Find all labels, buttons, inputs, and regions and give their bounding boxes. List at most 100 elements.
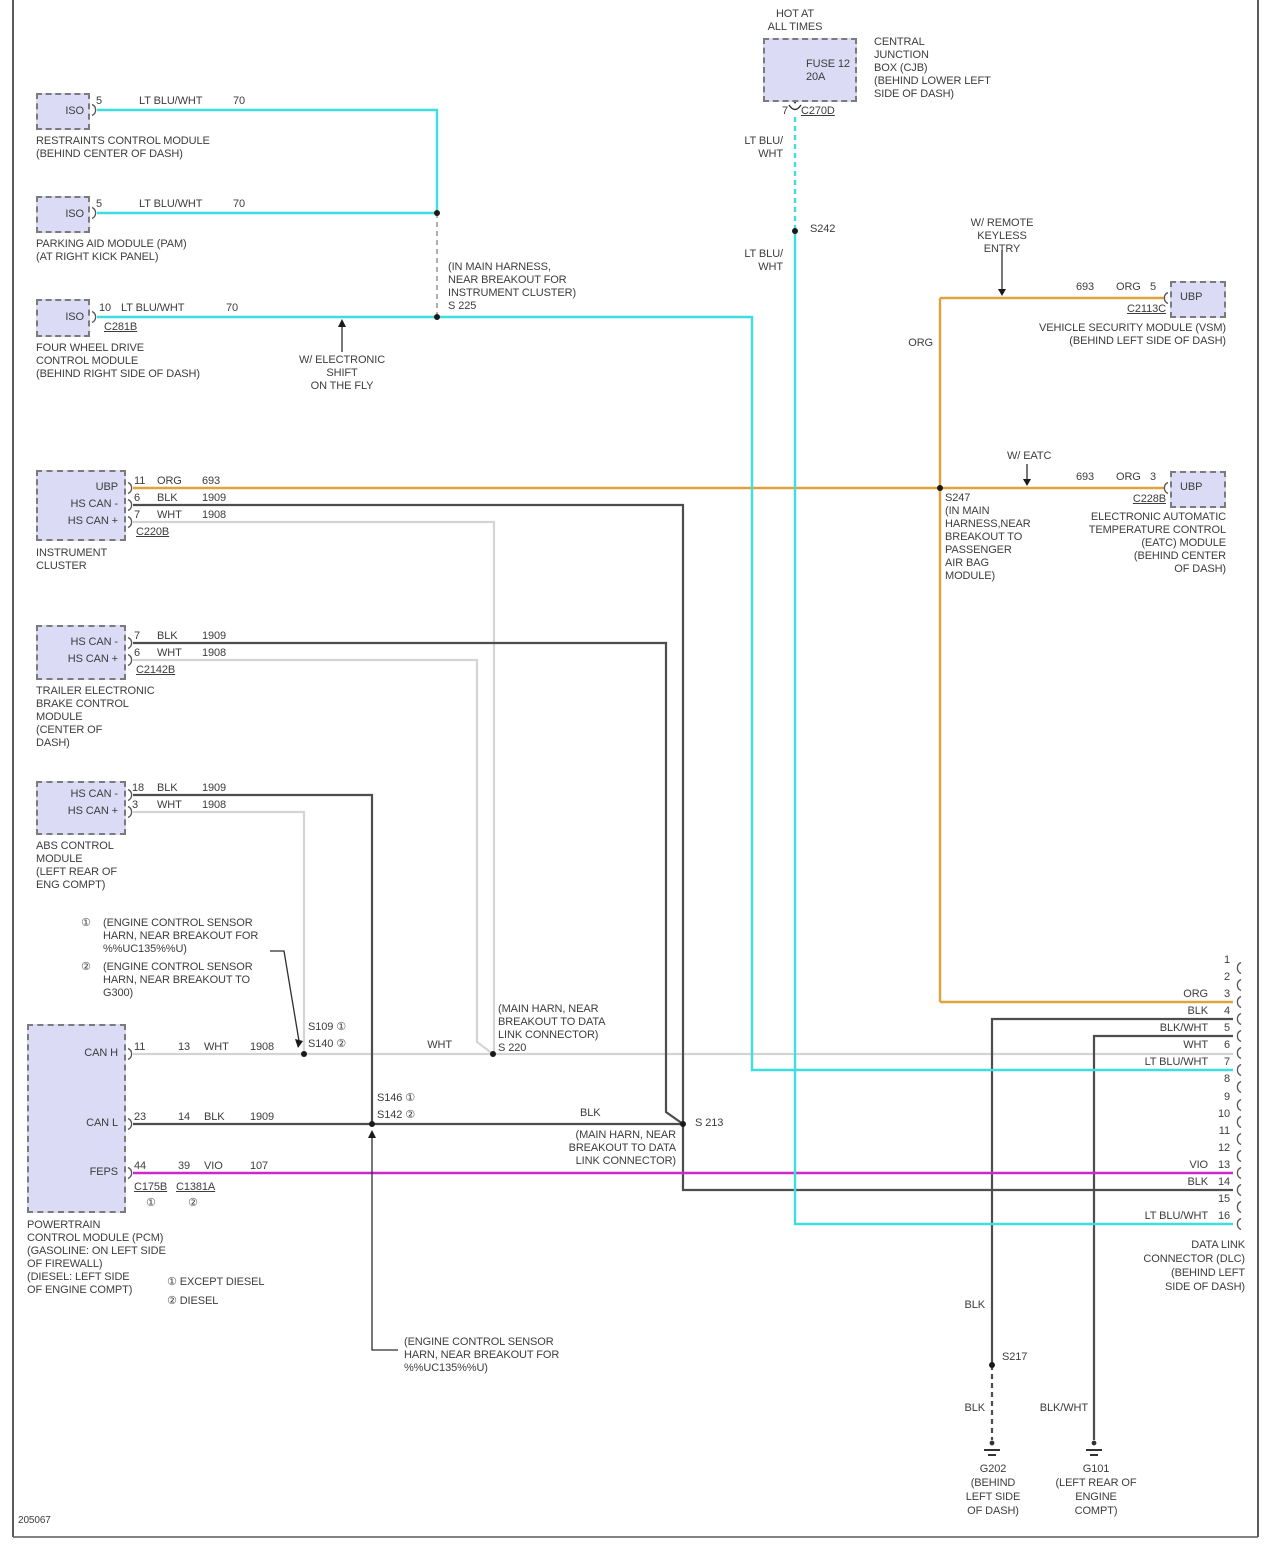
dlc-pin-color-4: BLK [1187,1005,1209,1017]
abs-port-hscan-plus: HS CAN + [67,805,118,817]
cjb-box [763,38,857,102]
pin-arc [91,310,97,324]
pcm-circuit-1909: 1909 [250,1111,275,1123]
pcm-pin-11: 11 [134,1041,146,1053]
pin-arc [1163,291,1169,305]
pin-arc-dlc-14 [1236,1183,1242,1197]
splice-s109-label: S109 ① [308,1021,347,1033]
vsm-port-ubp: UBP [1180,291,1203,303]
dlc-pin-color-14: BLK [1187,1176,1209,1188]
pin-arc-dlc-6 [1236,1046,1242,1060]
dlc-pin-number-15: 15 [1217,1193,1230,1205]
vsm-circuit-693: 693 [1076,281,1095,293]
bottom-harness-note: (ENGINE CONTROL SENSOR HARN, NEAR BREAKO… [404,1336,560,1374]
trailer-wire-color-wht: WHT [157,647,182,659]
wire-dlc4-ground [990,1017,1233,1365]
pin-arc-dlc-1 [1236,961,1242,975]
splice-s142-label: S142 ② [377,1109,416,1121]
dlc-pin-number-13: 13 [1217,1159,1230,1171]
trailer-wire-color-blk: BLK [157,630,178,642]
abs-wire-color-blk: BLK [157,782,178,794]
ground-g101-label: G101 (LEFT REAR OF ENGINE COMPT) [1055,1463,1137,1517]
pin-arc [127,1047,133,1061]
wire-dlc5-ground [1092,1034,1233,1440]
trailer-circuit-1908: 1908 [202,647,227,659]
ic-pin-7: 7 [134,509,141,521]
splice-dot-s217 [989,1362,995,1368]
rcm-name: RESTRAINTS CONTROL MODULE (BEHIND CENTER… [36,135,210,160]
ic-port-hscan-plus: HS CAN + [67,515,118,527]
ic-wire-color-org: ORG [157,475,182,487]
pcm-port-canh: CAN H [84,1047,118,1059]
wire-trailer-blk [133,641,684,1125]
cjb-name: CENTRAL JUNCTION BOX (CJB) (BEHIND LOWER… [874,36,991,100]
pin-arc-dlc-16 [1236,1217,1242,1231]
eatc-port-ubp: UBP [1180,481,1203,493]
wire-abs-blk [133,793,374,1124]
ground-dot [989,1440,995,1446]
wire-label-wht: WHT [427,1039,452,1051]
ic-wire-color-blk: BLK [157,492,178,504]
connector-c175b-footnote: ① [146,1197,156,1209]
pin-arc-dlc-4 [1236,1012,1242,1026]
dlc-pin-number-8: 8 [1223,1073,1230,1085]
dlc-pin-number-11: 11 [1218,1125,1230,1137]
eatc-note: W/ EATC [1007,450,1052,462]
rke-note: W/ REMOTE KEYLESS ENTRY [970,217,1034,255]
restraints-module-box [36,93,90,130]
pin-arc [91,206,97,220]
wire-fuse-dlc16 [793,231,1233,1226]
splice-s140-label: S140 ② [308,1038,347,1050]
connector-c281b: C281B [104,321,138,333]
wire-label-blk-s217: BLK [964,1299,986,1311]
ic-circuit-1909: 1909 [202,492,227,504]
connector-c220b: C220B [136,526,170,538]
splice-s217-label: S217 [1002,1351,1028,1363]
pin-arcs [91,103,1169,1180]
pam-wire-color: LT BLU/WHT [139,198,203,210]
dlc-name: DATA LINK CONNECTOR (DLC) (BEHIND LEFT S… [1143,1239,1245,1293]
wire-label-blkwht-g101: BLK/WHT [1039,1402,1088,1414]
wire-trailer-wht [133,658,494,1055]
pin-arc [127,636,133,650]
dlc-pin-number-12: 12 [1217,1142,1230,1154]
dlc-pin-color-6: WHT [1183,1039,1208,1051]
dlc-pin-number-5: 5 [1223,1022,1230,1034]
connector-c2113c: C2113C [1127,303,1166,315]
pin-arc [127,1117,133,1131]
arrow-down-icon [1023,479,1031,486]
abs-port-hscan-minus: HS CAN - [70,788,119,800]
pin-arc [127,805,133,819]
page-id: 205067 [18,1515,51,1526]
connector-c2142b: C2142B [136,664,176,676]
pcm-wire-color-vio: VIO [204,1160,223,1172]
ic-pin-11: 11 [134,475,146,487]
pcm-port-canl: CAN L [86,1117,118,1129]
fwd-circuit: 70 [226,302,239,314]
ground-symbols [984,1440,1102,1456]
trailer-pin-7: 7 [134,630,141,642]
pam-circuit: 70 [233,198,246,210]
dlc-pin-number-16: 16 [1217,1210,1230,1222]
splice-s213-note: (MAIN HARN, NEAR BREAKOUT TO DATA LINK C… [568,1129,677,1167]
ltblu-wires [97,108,1233,1226]
vsm-wire-color-org: ORG [1116,281,1141,293]
arrow-down-icon [998,289,1006,296]
vsm-box [1170,281,1226,318]
splice-s242-label: S242 [810,223,836,235]
trailer-port-hscan-plus: HS CAN + [67,653,118,665]
splice-dot-s146 [369,1121,375,1127]
leader-notes-s109 [270,950,300,1042]
pin-arc [127,653,133,667]
leader-lines [270,250,1028,1351]
eatc-circuit-693: 693 [1076,471,1095,483]
rcm-wire-color: LT BLU/WHT [139,95,203,107]
dlc-pin-number-10: 10 [1217,1108,1230,1120]
arrow-up-icon [368,1130,376,1138]
pin-arc-dlc-11 [1236,1132,1242,1146]
pin-arc [1163,481,1169,495]
pcm-box [27,1024,126,1213]
splice-dot-s225 [434,314,440,320]
